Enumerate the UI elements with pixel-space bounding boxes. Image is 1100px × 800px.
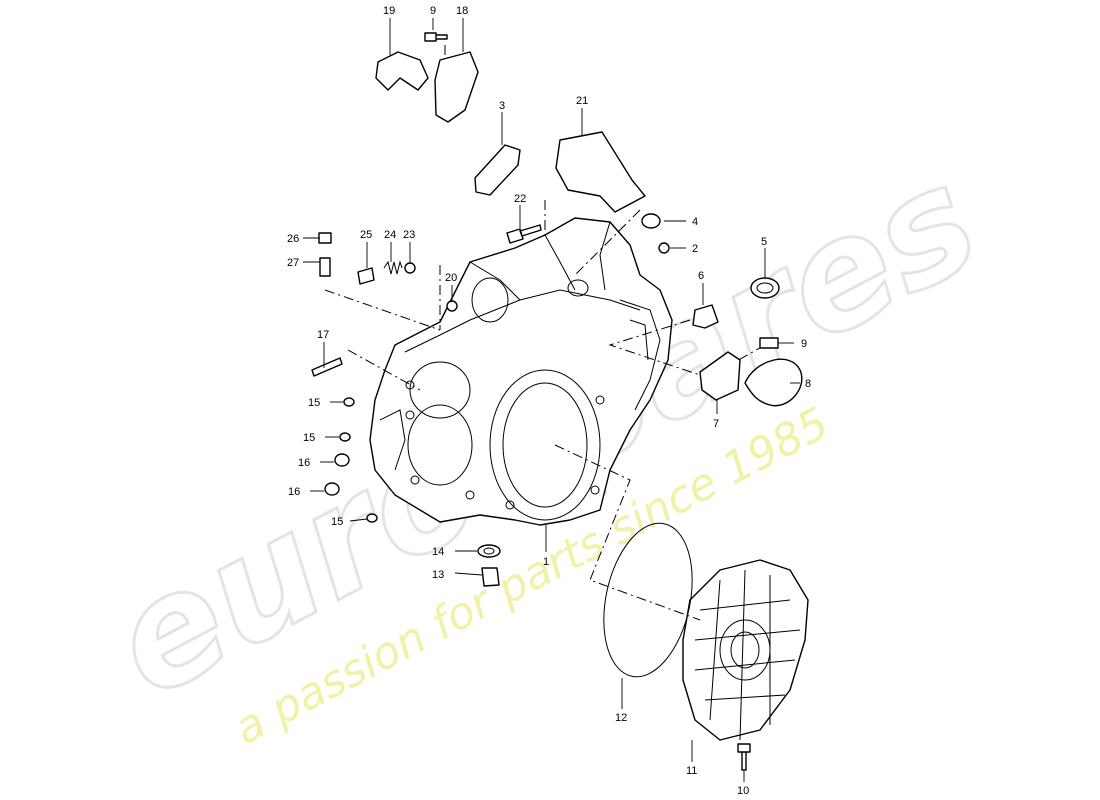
callout-15: 15 — [331, 516, 343, 528]
bolt-22-part[interactable] — [506, 224, 542, 244]
plug-15-part[interactable] — [343, 397, 355, 407]
callout-23: 23 — [403, 229, 415, 241]
callout-15: 15 — [303, 432, 315, 444]
bolt-10-part[interactable] — [737, 743, 751, 771]
plug-15-part[interactable] — [366, 513, 378, 523]
gasket-part[interactable] — [474, 144, 521, 196]
transmission-housing[interactable] — [369, 217, 673, 526]
callout-7: 7 — [713, 418, 719, 430]
hose-8-part[interactable] — [744, 358, 803, 407]
hose-part[interactable] — [375, 51, 429, 91]
callout-4: 4 — [692, 216, 698, 228]
callout-26: 26 — [287, 233, 299, 245]
callout-12: 12 — [615, 712, 627, 724]
callout-18: 18 — [456, 5, 468, 17]
seal-4-part[interactable] — [641, 213, 661, 229]
plug-16-part[interactable] — [324, 482, 340, 496]
plug-20-part[interactable] — [446, 300, 458, 312]
clip-6-part[interactable] — [692, 304, 719, 329]
callout-5: 5 — [761, 236, 767, 248]
callouts: 19 9 18 3 21 22 4 2 5 26 27 25 24 23 20 … — [287, 5, 811, 797]
callout-9: 9 — [430, 5, 436, 17]
bolt-part[interactable] — [424, 32, 448, 42]
callout-2: 2 — [692, 243, 698, 255]
callout-16: 16 — [288, 486, 300, 498]
ball-23-part[interactable] — [404, 262, 416, 274]
callout-8: 8 — [805, 378, 811, 390]
callout-3: 3 — [499, 100, 505, 112]
leader-lines — [303, 18, 800, 782]
callout-24: 24 — [384, 229, 396, 241]
plug-25-part[interactable] — [357, 267, 375, 285]
stud-17-part[interactable] — [311, 357, 343, 377]
centre-lines — [324, 45, 766, 621]
callout-15: 15 — [308, 397, 320, 409]
plug-16-part[interactable] — [334, 453, 350, 467]
bolt-9-part[interactable] — [759, 337, 779, 349]
cap-26-part[interactable] — [318, 232, 332, 244]
plug-2-part[interactable] — [658, 242, 670, 254]
seal-ring-5-part[interactable] — [750, 277, 780, 299]
plug-13-part[interactable] — [481, 567, 500, 587]
callout-10: 10 — [737, 785, 749, 797]
spring-24-part[interactable] — [383, 260, 403, 275]
callout-27: 27 — [287, 257, 299, 269]
callout-14: 14 — [432, 546, 444, 558]
plug-15-part[interactable] — [339, 432, 351, 442]
callout-17: 17 — [317, 329, 329, 341]
callout-13: 13 — [432, 569, 444, 581]
pin-27-part[interactable] — [319, 257, 331, 277]
callout-19: 19 — [383, 5, 395, 17]
callout-6: 6 — [698, 270, 704, 282]
callout-25: 25 — [360, 229, 372, 241]
callout-1: 1 — [543, 556, 549, 568]
flange-part[interactable] — [434, 51, 479, 123]
callout-21: 21 — [576, 95, 588, 107]
callout-16: 16 — [298, 457, 310, 469]
small-parts — [311, 32, 803, 771]
flange-7-part[interactable] — [699, 351, 741, 401]
bracket-part[interactable] — [555, 131, 646, 213]
washer-14-part[interactable] — [477, 544, 501, 558]
callout-20: 20 — [445, 272, 457, 284]
callout-22: 22 — [514, 193, 526, 205]
o-ring[interactable] — [591, 515, 706, 685]
callout-9-right: 9 — [801, 338, 807, 350]
housing-cover[interactable] — [682, 559, 809, 741]
callout-11: 11 — [686, 765, 697, 777]
